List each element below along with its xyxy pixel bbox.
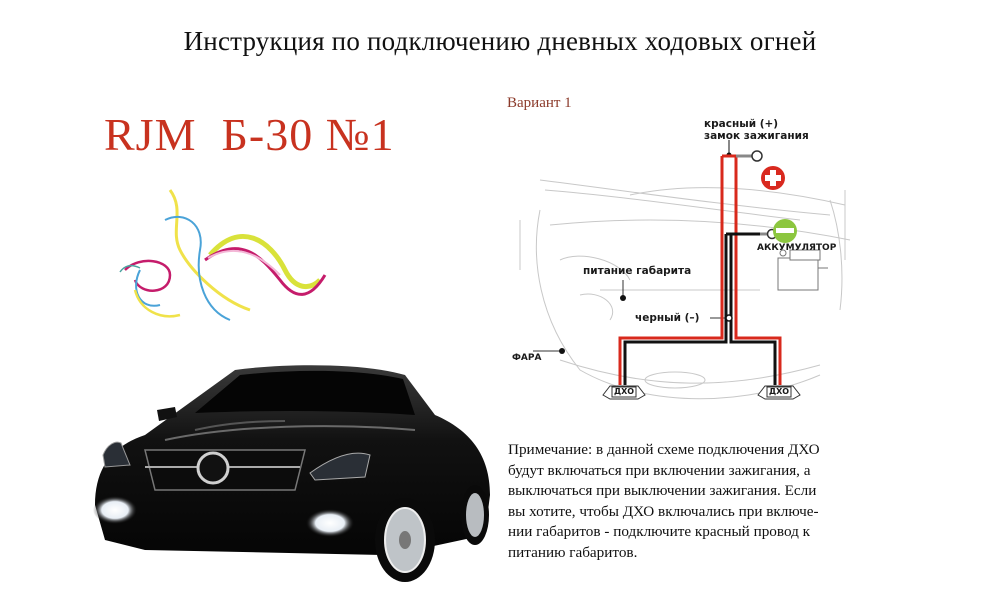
note-line: Примечание: в данной схеме подключения Д… xyxy=(508,441,820,458)
wiring-diagram: красный (+) замок зажигания АККУМУЛЯТОР … xyxy=(500,110,860,415)
decorative-swirl-logo xyxy=(119,189,327,321)
drl-right-label: ДХО xyxy=(769,387,790,396)
wiring-diagram-svg xyxy=(519,140,851,400)
headlight-label: ФАРА xyxy=(512,353,542,363)
drl-light-left xyxy=(93,496,137,524)
black-wire-label: черный (–) xyxy=(635,312,700,324)
plus-terminal-icon xyxy=(761,166,785,190)
car-outline xyxy=(519,179,851,400)
drl-left-label: ДХО xyxy=(614,387,635,396)
minus-terminal-icon xyxy=(773,219,797,243)
parking-power-point xyxy=(620,295,626,301)
drl-unit-left xyxy=(602,385,646,400)
black-wire xyxy=(623,232,777,385)
note-line: будут включаться при включении зажигания… xyxy=(508,461,811,479)
page-title: Инструкция по подключению дневных ходовы… xyxy=(183,26,817,56)
product-name: RJM Б-30 №1 xyxy=(104,109,395,160)
variant-label: Вариант 1 xyxy=(507,95,572,111)
note-line: выключаться при выключении зажигания. Ес… xyxy=(508,482,817,499)
headlight-point xyxy=(559,348,565,354)
drl-light-right xyxy=(306,509,354,537)
red-wire-label: красный (+) xyxy=(704,118,779,130)
red-wire xyxy=(618,154,782,385)
note-line: нии габаритов - подключите красный прово… xyxy=(508,523,811,540)
parking-power-label: питание габарита xyxy=(583,265,692,277)
note-line: питанию габаритов. xyxy=(508,543,638,561)
car-image xyxy=(93,365,490,582)
note-line: вы хотите, чтобы ДХО включались при вклю… xyxy=(508,502,819,520)
battery-label: АККУМУЛЯТОР xyxy=(757,243,837,253)
ignition-label: замок зажигания xyxy=(704,130,809,142)
note-text: Примечание: в данной схеме подключения Д… xyxy=(508,440,838,563)
battery xyxy=(777,249,828,291)
ignition-terminal xyxy=(751,150,763,162)
drl-unit-right xyxy=(757,385,801,400)
